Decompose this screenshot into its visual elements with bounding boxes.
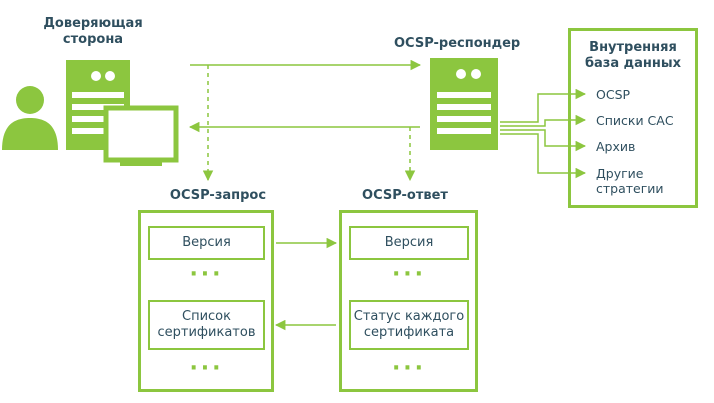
request-ellipsis-2: ···: [189, 356, 224, 381]
database-item-crl: Списки САС: [596, 113, 674, 128]
responder-server-icon: [430, 58, 498, 150]
request-certlist-field: Список сертификатов: [148, 300, 265, 350]
database-item-ocsp: OCSP: [596, 87, 631, 102]
request-ellipsis-1: ···: [189, 262, 224, 287]
database-box: [568, 28, 698, 208]
database-connectors: [500, 88, 587, 179]
database-item-archive: Архив: [596, 139, 636, 154]
user-icon: [2, 86, 58, 150]
response-version-field: Версия: [349, 226, 469, 260]
request-title: OCSP-запрос: [169, 188, 267, 203]
database-title: Внутренняя база данных: [584, 40, 682, 71]
response-status-field: Статус каждого сертификата: [349, 300, 469, 350]
relying-party-title: Доверяющая сторона: [43, 16, 143, 47]
database-item-other: Другие стратегии: [596, 166, 664, 196]
monitor-icon: [103, 105, 179, 166]
request-version-field: Версия: [148, 226, 265, 260]
responder-title: OCSP-респондер: [394, 36, 521, 51]
response-ellipsis-2: ···: [391, 356, 427, 381]
response-ellipsis-1: ···: [391, 262, 427, 287]
response-title: OCSP-ответ: [362, 188, 448, 203]
